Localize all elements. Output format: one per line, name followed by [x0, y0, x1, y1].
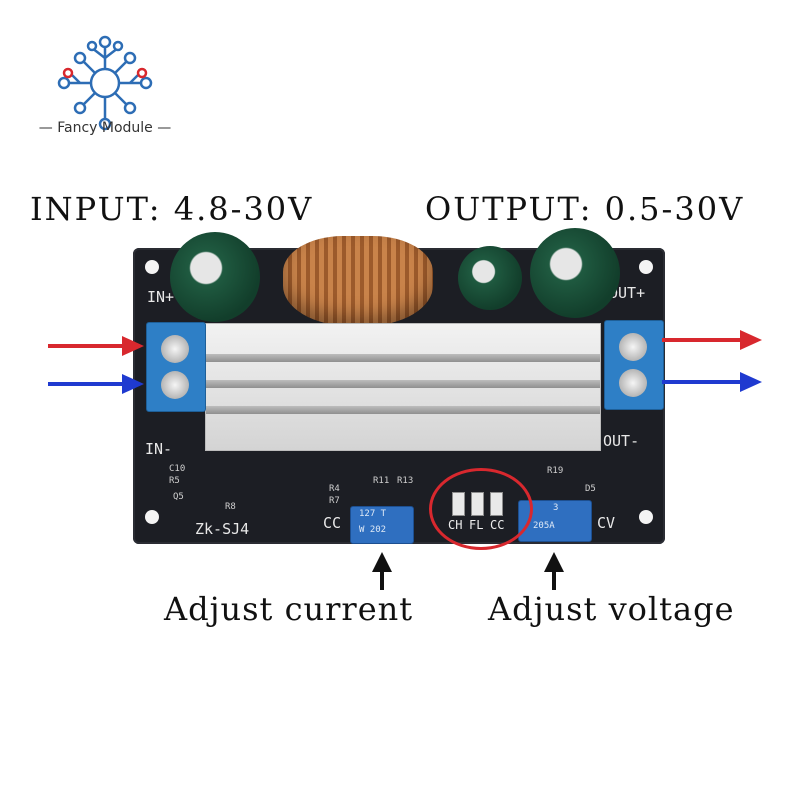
mounting-hole: [145, 510, 159, 524]
heatsink: [205, 323, 601, 451]
adjust-current-caption: Adjust current: [164, 590, 414, 628]
pot-code-top: 127 T: [359, 509, 387, 519]
component-label: Q5: [173, 492, 184, 502]
component-label: R5: [169, 476, 180, 486]
component-label: R4: [329, 484, 340, 494]
label-cc: CC: [323, 514, 342, 532]
heatsink-fin: [206, 380, 600, 388]
input-arrow-red: [48, 336, 144, 356]
component-label: R11: [373, 476, 390, 486]
brand-name-text: Fancy Module: [57, 120, 153, 136]
heatsink-fin: [206, 406, 600, 414]
component-label: C10: [169, 464, 186, 474]
output-spec: OUTPUT: 0.5-30V: [425, 190, 745, 228]
screw-icon: [161, 371, 189, 399]
pot-code-bottom: 205A: [533, 521, 555, 531]
toroid-inductor: [283, 236, 433, 326]
mounting-hole: [639, 510, 653, 524]
current-potentiometer[interactable]: 127 T W 202: [350, 506, 414, 544]
label-out-minus: OUT-: [603, 432, 640, 450]
brand-name: — Fancy Module —: [38, 120, 172, 136]
screw-icon: [619, 369, 647, 397]
screw-icon: [161, 335, 189, 363]
output-capacitor: [530, 228, 620, 318]
model-number: Zk-SJ4: [195, 520, 250, 538]
component-label: R7: [329, 496, 340, 506]
input-capacitor: [170, 232, 260, 322]
output-arrow-red: [662, 330, 762, 350]
mounting-hole: [639, 260, 653, 274]
output-terminal-block[interactable]: [604, 320, 664, 410]
input-spec: INPUT: 4.8-30V: [30, 190, 314, 228]
output-capacitor-small: [458, 246, 522, 310]
input-arrow-blue: [48, 374, 144, 394]
fancy-module-logo: [57, 35, 153, 131]
component-label: D5: [585, 484, 596, 494]
component-label: R19: [547, 466, 564, 476]
adjust-current-arrow: [372, 552, 392, 590]
label-in-minus: IN-: [145, 440, 173, 458]
label-out-plus: OUT+: [609, 284, 646, 302]
input-terminal-block[interactable]: [146, 322, 206, 412]
component-label: R13: [397, 476, 414, 486]
label-cv: CV: [597, 514, 616, 532]
indicator-highlight-circle: [429, 468, 533, 550]
adjust-voltage-caption: Adjust voltage: [488, 590, 735, 628]
output-arrow-blue: [662, 372, 762, 392]
heatsink-fin: [206, 354, 600, 362]
label-in-plus: IN+: [147, 288, 175, 306]
pot-code-bottom: W 202: [359, 525, 387, 535]
screw-icon: [619, 333, 647, 361]
mounting-hole: [145, 260, 159, 274]
component-label: R8: [225, 502, 236, 512]
adjust-voltage-arrow: [544, 552, 564, 590]
pot-code-top: 3: [553, 503, 559, 513]
